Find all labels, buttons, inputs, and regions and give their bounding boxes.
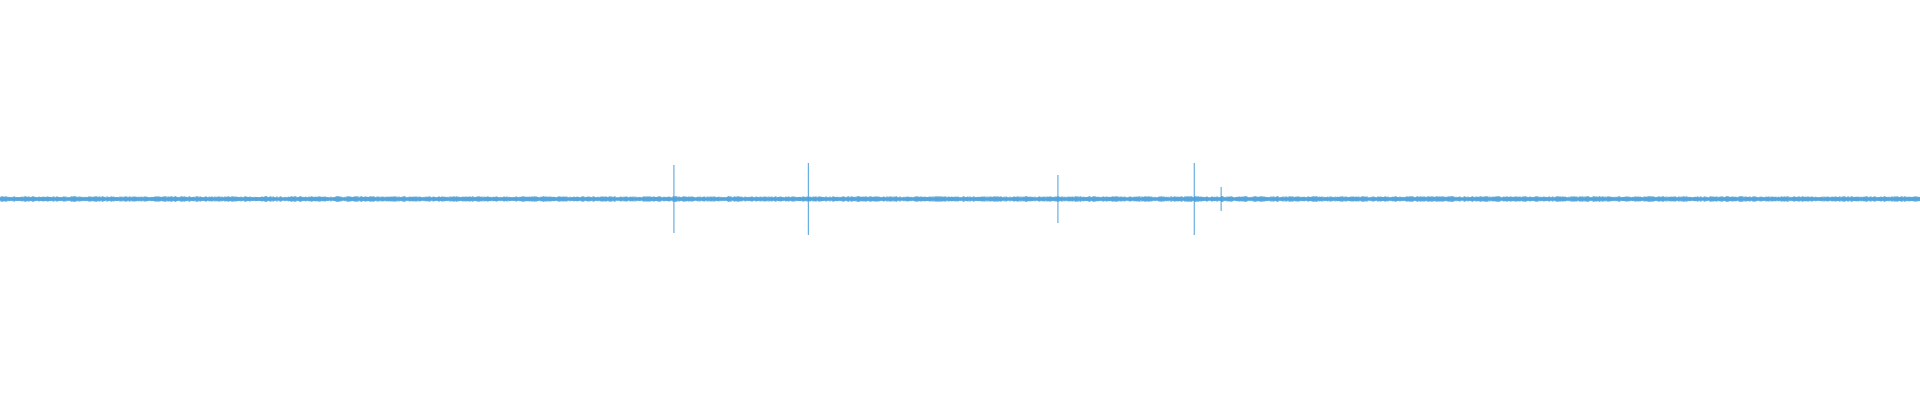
waveform-transients [673,163,1222,235]
waveform-trace [0,196,1920,202]
